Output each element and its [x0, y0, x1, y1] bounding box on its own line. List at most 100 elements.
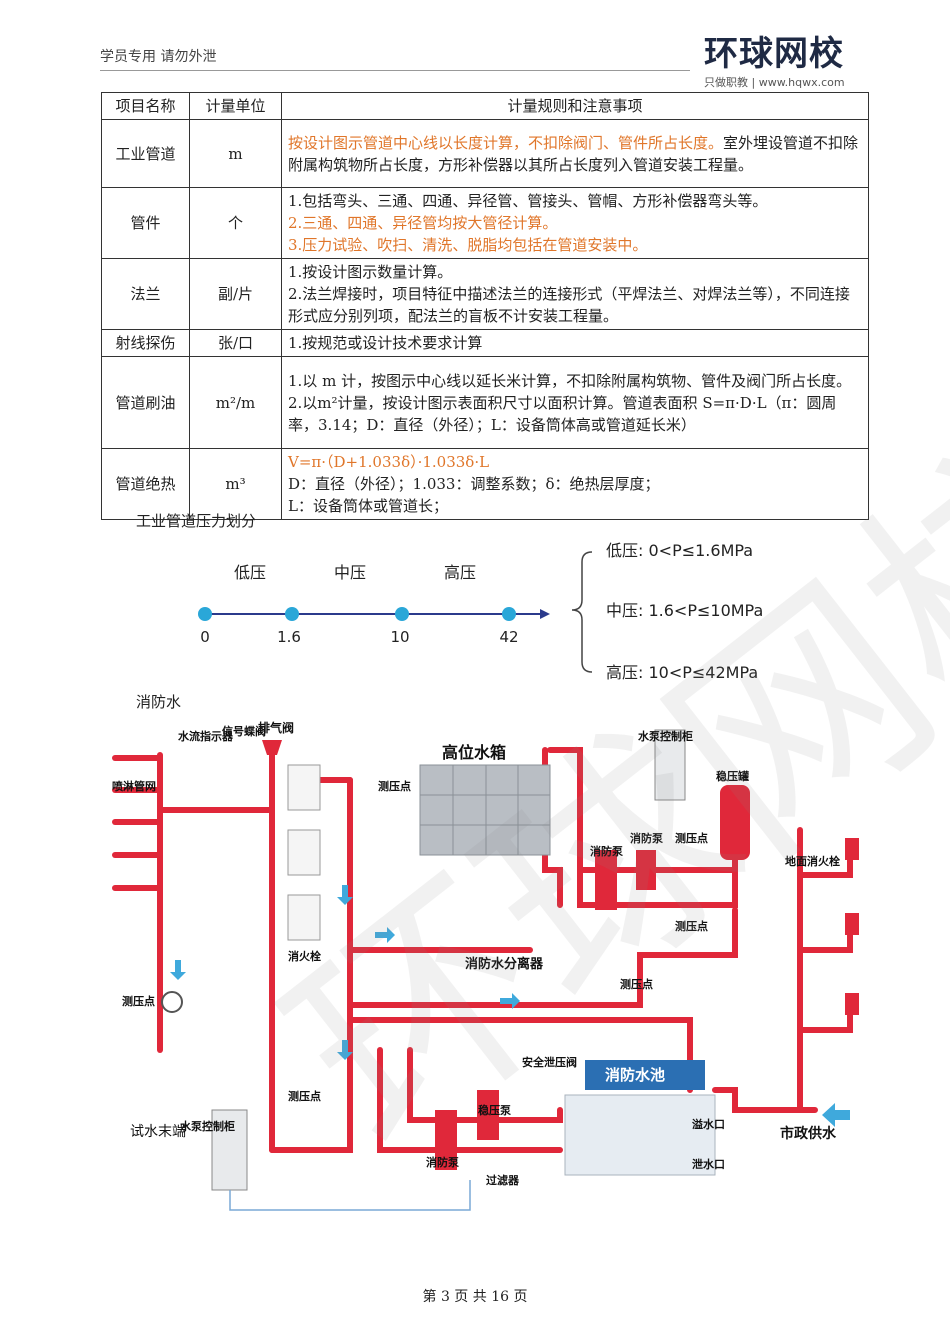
rule-line: 2.法兰焊接时，项目特征中描述法兰的连接形式（平焊法兰、对焊法兰等），不同连接形…	[288, 285, 850, 325]
hydrant-icon	[845, 993, 859, 1015]
tick-label: 42	[499, 628, 518, 646]
stabilizer-pump	[477, 1090, 499, 1140]
table-header-row: 项目名称 计量单位 计量规则和注意事项	[101, 92, 869, 120]
flow-arrow-icon	[170, 960, 186, 980]
table-row: 管道绝热 m³ V=π·（D+1.033δ）·1.033δ·L D：直径（外径）…	[101, 448, 869, 520]
flow-arrow-icon	[822, 1103, 850, 1127]
flow-arrows	[170, 885, 850, 1127]
pump-cabinet-top	[654, 729, 686, 801]
item-rule: 1.包括弯头、三通、四通、异径管、管接头、管帽、方形补偿器弯头等。 2.三通、四…	[281, 187, 869, 259]
hydrant-box	[287, 764, 321, 811]
column-header: 计量规则和注意事项	[281, 92, 869, 120]
label-pump-cabinet-top: 水泵控制柜	[638, 729, 693, 743]
item-rule: 1.按设计图示数量计算。 2.法兰焊接时，项目特征中描述法兰的连接形式（平焊法兰…	[281, 258, 869, 330]
item-rule: V=π·（D+1.033δ）·1.033δ·L D：直径（外径）；1.033：调…	[281, 448, 869, 520]
table-row: 法兰 副/片 1.按设计图示数量计算。 2.法兰焊接时，项目特征中描述法兰的连接…	[101, 258, 869, 330]
flow-arrow-icon	[337, 885, 353, 905]
logo-main: 环球网校	[704, 34, 844, 74]
tick-label: 1.6	[277, 628, 301, 646]
item-name: 射线探伤	[101, 329, 190, 357]
brace-icon	[571, 551, 593, 673]
label-drain: 泄水口	[692, 1157, 725, 1171]
zone-label-mid: 中压	[334, 563, 366, 582]
lower-main	[377, 1047, 483, 1153]
pool-label-box	[585, 1060, 705, 1090]
table-row: 管道刷油 m²/m 1.以 m 计，按图示中心线以延长米计算，不扣除附属构筑物、…	[101, 356, 869, 449]
flow-arrow-icon	[337, 1040, 353, 1060]
exhaust-valve-icon	[262, 740, 282, 755]
pressure-diagram: 低压 中压 高压 0 1.6 10 42 低压: 0<P≤1.6MPa 中压: …	[198, 541, 763, 682]
label-pressure-tank: 稳压罐	[716, 769, 749, 783]
pipe-network	[112, 747, 853, 1153]
tick-dot	[285, 607, 299, 621]
flow-arrow-icon	[375, 927, 395, 943]
logo: 环球网校 只做职教 | www.hqwx.com	[704, 36, 845, 90]
cross-main	[347, 907, 738, 1008]
column-header: 项目名称	[101, 92, 190, 120]
fire-water-diagram: 排气阀 信号蝶阀 水流指示器 喷淋管网 高位水箱 水泵控制柜 稳压罐 地面消火栓…	[112, 720, 859, 1211]
item-name: 法兰	[101, 258, 190, 330]
label-test-point: 测压点	[122, 994, 155, 1008]
municipal-line	[712, 1087, 818, 1113]
fire-pump-bottom	[435, 1110, 457, 1170]
item-unit: m	[189, 119, 282, 188]
item-unit: 个	[189, 187, 282, 259]
hydrant-icon	[845, 838, 859, 860]
fire-pump-top-2	[636, 850, 656, 890]
rule-line: 2.三通、四通、异径管均按大管径计算。	[288, 214, 558, 232]
hydrant-branch	[797, 997, 853, 1033]
zone-label-high: 高压	[444, 563, 476, 582]
axis-dots	[198, 607, 516, 621]
item-name: 管道刷油	[101, 356, 190, 449]
label-pump-cabinet-bottom: 水泵控制柜	[180, 1119, 235, 1133]
rule-line: 1.按设计图示数量计算。	[288, 263, 453, 281]
pool	[564, 1094, 716, 1176]
pressure-section-title: 工业管道压力划分	[136, 512, 257, 530]
table-row: 管件 个 1.包括弯头、三通、四通、异径管、管接头、管帽、方形补偿器弯头等。 2…	[101, 187, 869, 259]
item-rule: 1.以 m 计，按图示中心线以延长米计算，不扣除附属构筑物、管件及阀门所占长度。…	[281, 356, 869, 449]
label-filter: 过滤器	[486, 1173, 520, 1187]
label-safety-valve: 安全泄压阀	[522, 1055, 577, 1069]
label-test-end: 试水末端	[130, 1124, 186, 1140]
zone-label-low: 低压	[234, 563, 266, 582]
label-fire-pump: 消防泵	[590, 844, 623, 858]
hydrant-icon	[845, 913, 859, 935]
item-name: 管道绝热	[101, 448, 190, 520]
label-ground-hydrant: 地面消火栓	[785, 854, 840, 868]
class-mid: 中压: 1.6<P≤10MPa	[606, 601, 763, 620]
label-test-point: 测压点	[288, 1089, 321, 1103]
label-test-point: 测压点	[675, 831, 708, 845]
pump-cabinet-bottom	[211, 1109, 248, 1191]
header-label: 学员专用 请勿外泄	[100, 49, 217, 65]
tank-outlet	[547, 747, 738, 908]
item-name: 管件	[101, 187, 190, 259]
class-low: 低压: 0<P≤1.6MPa	[606, 541, 753, 560]
label-test-point: 测压点	[675, 919, 708, 933]
tick-labels: 0 1.6 10 42	[200, 628, 518, 646]
label-fire-pump-bottom: 消防泵	[426, 1155, 459, 1169]
rule-line: D：直径（外径）；1.033：调整系数；δ：绝热层厚度；	[288, 475, 660, 493]
rule-line: L：设备筒体或管道长；	[288, 497, 448, 515]
pressure-tank	[720, 785, 750, 860]
hydrant-box	[287, 829, 321, 876]
tick-dot	[395, 607, 409, 621]
label-separator: 消防水分离器	[465, 956, 544, 972]
label-test-point: 测压点	[620, 977, 653, 991]
fire-section-title: 消防水	[136, 693, 182, 711]
item-rule: 1.按规范或设计技术要求计算	[281, 329, 869, 357]
label-stabilizer-pump: 稳压泵	[478, 1103, 511, 1117]
flow-arrow-icon	[500, 993, 520, 1009]
table-row: 射线探伤 张/口 1.按规范或设计技术要求计算	[101, 329, 869, 357]
item-name: 工业管道	[101, 119, 190, 188]
diagram-labels: 排气阀 信号蝶阀 水流指示器 喷淋管网 高位水箱 水泵控制柜 稳压罐 地面消火栓…	[112, 720, 840, 1187]
table-row: 工业管道 m 按设计图示管道中心线以长度计算，不扣除阀门、管件所占长度。室外埋设…	[101, 119, 869, 188]
high-tank	[419, 764, 551, 856]
rule-highlight: 按设计图示管道中心线以长度计算，不扣除阀门、管件所占长度。	[288, 133, 724, 152]
tick-label: 0	[200, 628, 210, 646]
hydrant-branch	[797, 917, 853, 953]
main-bottom	[269, 777, 353, 1153]
label-fire-pump: 消防泵	[630, 831, 663, 845]
label-overflow: 溢水口	[692, 1117, 725, 1131]
item-unit: 副/片	[189, 258, 282, 330]
label-flow-indicator: 水流指示器	[178, 729, 234, 743]
